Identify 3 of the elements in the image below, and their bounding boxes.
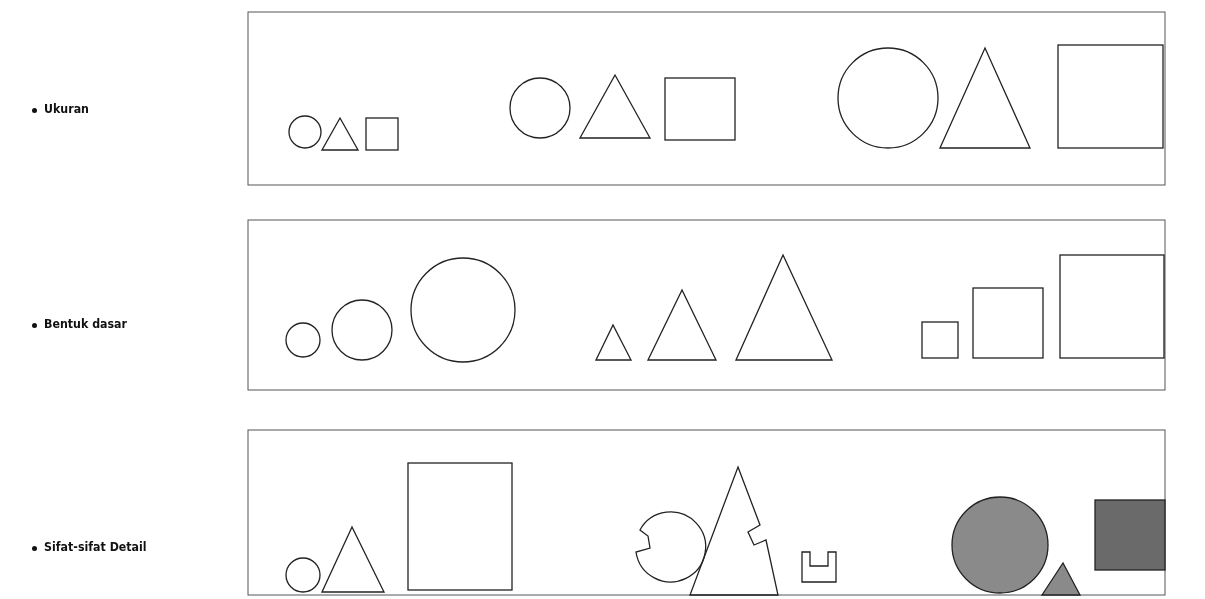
- row-label: Ukuran: [44, 101, 89, 116]
- row-label: Sifat-sifat Detail: [44, 539, 147, 554]
- row-label: Bentuk dasar: [44, 316, 127, 331]
